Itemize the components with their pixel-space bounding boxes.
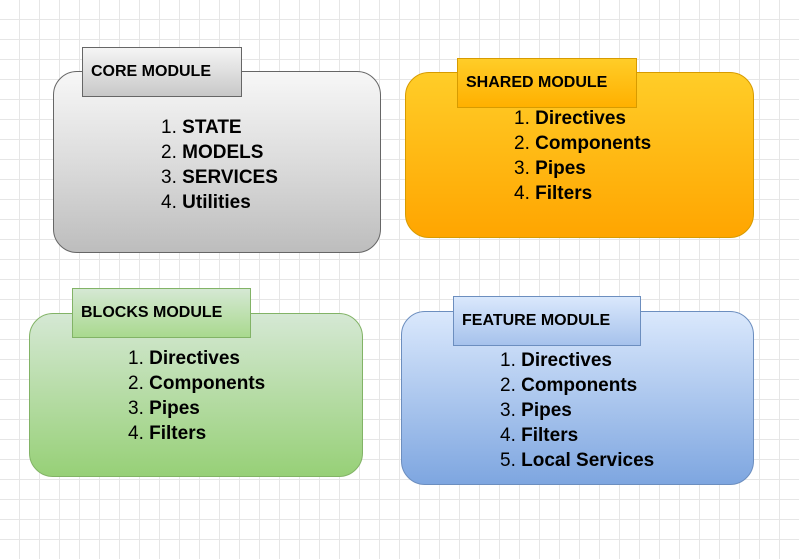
blocks-module-list: 1. Directives 2. Components 3. Pipes 4. … — [128, 346, 265, 446]
list-item: 2. Components — [500, 373, 654, 398]
item-number: 5. — [500, 450, 516, 471]
list-item: 1. Directives — [500, 348, 654, 373]
core-module-box — [53, 71, 381, 253]
item-text: Directives — [535, 108, 626, 129]
item-number: 2. — [500, 375, 516, 396]
item-number: 2. — [514, 133, 530, 154]
item-number: 1. — [128, 348, 144, 369]
item-text: Pipes — [149, 398, 200, 419]
item-text: Local Services — [521, 450, 655, 471]
item-number: 3. — [128, 398, 144, 419]
core-module-list: 1. STATE 2. MODELS 3. SERVICES 4. Utilit… — [161, 115, 278, 215]
feature-module-title: FEATURE MODULE — [453, 296, 641, 346]
item-number: 3. — [500, 400, 516, 421]
list-item: 4. Utilities — [161, 190, 278, 215]
item-text: Components — [521, 375, 638, 396]
item-number: 4. — [161, 192, 177, 213]
item-number: 4. — [128, 423, 144, 444]
item-text: Filters — [521, 425, 579, 446]
item-number: 1. — [161, 117, 177, 138]
item-text: STATE — [182, 117, 242, 138]
list-item: 4. Filters — [500, 423, 654, 448]
item-number: 3. — [514, 158, 530, 179]
item-number: 2. — [161, 142, 177, 163]
feature-module-list: 1. Directives 2. Components 3. Pipes 4. … — [500, 348, 654, 473]
blocks-module-title: BLOCKS MODULE — [72, 288, 251, 338]
shared-module-title: SHARED MODULE — [457, 58, 637, 108]
item-text: Directives — [149, 348, 240, 369]
list-item: 1. STATE — [161, 115, 278, 140]
item-text: MODELS — [182, 142, 264, 163]
list-item: 3. SERVICES — [161, 165, 278, 190]
core-module-title: CORE MODULE — [82, 47, 242, 97]
list-item: 3. Pipes — [514, 156, 651, 181]
item-text: Filters — [535, 183, 593, 204]
item-text: Pipes — [521, 400, 572, 421]
list-item: 4. Filters — [514, 181, 651, 206]
shared-module-list: 1. Directives 2. Components 3. Pipes 4. … — [514, 106, 651, 206]
item-number: 1. — [500, 350, 516, 371]
item-text: Filters — [149, 423, 207, 444]
list-item: 1. Directives — [128, 346, 265, 371]
item-text: Pipes — [535, 158, 586, 179]
list-item: 4. Filters — [128, 421, 265, 446]
item-number: 2. — [128, 373, 144, 394]
item-number: 3. — [161, 167, 177, 188]
item-number: 1. — [514, 108, 530, 129]
item-text: Utilities — [182, 192, 251, 213]
item-number: 4. — [500, 425, 516, 446]
list-item: 5. Local Services — [500, 448, 654, 473]
list-item: 3. Pipes — [128, 396, 265, 421]
list-item: 2. Components — [128, 371, 265, 396]
list-item: 2. Components — [514, 131, 651, 156]
item-text: SERVICES — [182, 167, 278, 188]
item-text: Components — [535, 133, 652, 154]
list-item: 3. Pipes — [500, 398, 654, 423]
list-item: 2. MODELS — [161, 140, 278, 165]
item-number: 4. — [514, 183, 530, 204]
item-text: Directives — [521, 350, 612, 371]
list-item: 1. Directives — [514, 106, 651, 131]
item-text: Components — [149, 373, 266, 394]
